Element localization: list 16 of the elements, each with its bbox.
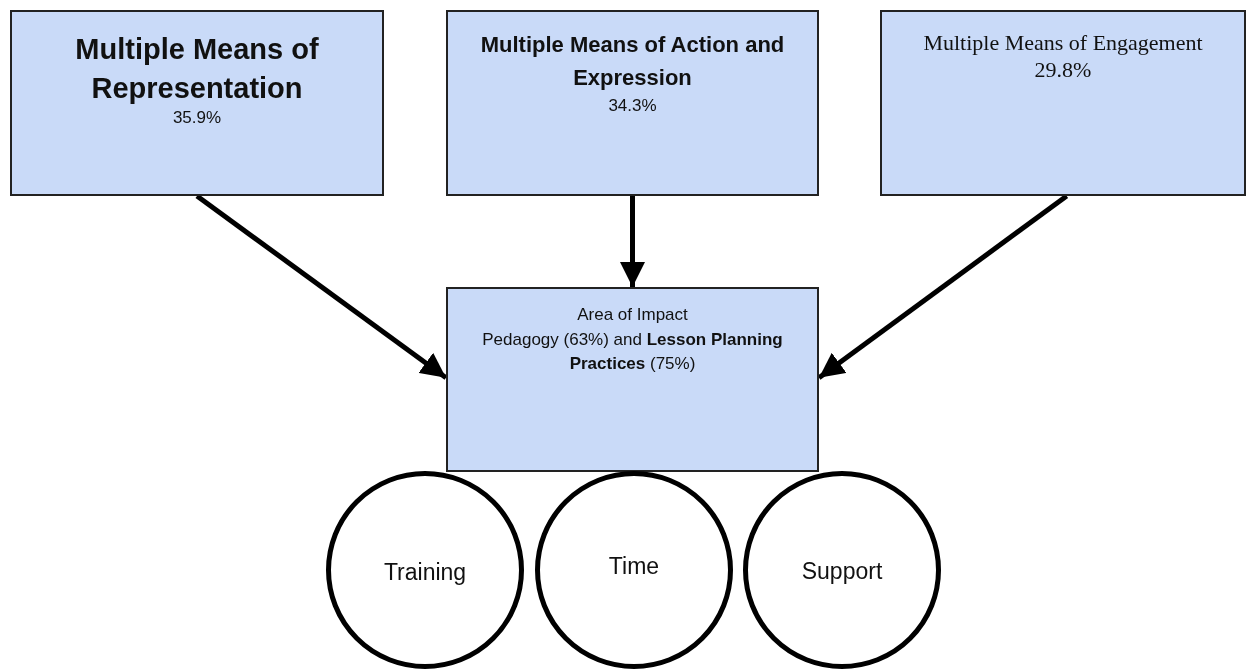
circle-label: Support (801, 558, 883, 586)
process-box (446, 10, 819, 196)
box-text: 29.8% (1034, 56, 1092, 85)
arrow (620, 196, 645, 287)
process-box (10, 10, 384, 196)
circle-label: Time (608, 553, 660, 581)
box-text: 34.3% (608, 95, 657, 117)
box-heading: Area of Impact (577, 304, 688, 326)
process-box (446, 287, 819, 472)
box-heading: Multiple Means of Engagement (923, 30, 1203, 57)
box-text: 35.9% (172, 108, 222, 129)
box-text: Pedagogy (63%) and Lesson Planning Practices (75%) (481, 328, 784, 376)
circle-label: Training (383, 559, 467, 587)
box-heading: Multiple Means of Representation (74, 32, 320, 107)
box-heading: Multiple Means of Action and Expression (479, 31, 786, 92)
process-box (880, 10, 1246, 196)
